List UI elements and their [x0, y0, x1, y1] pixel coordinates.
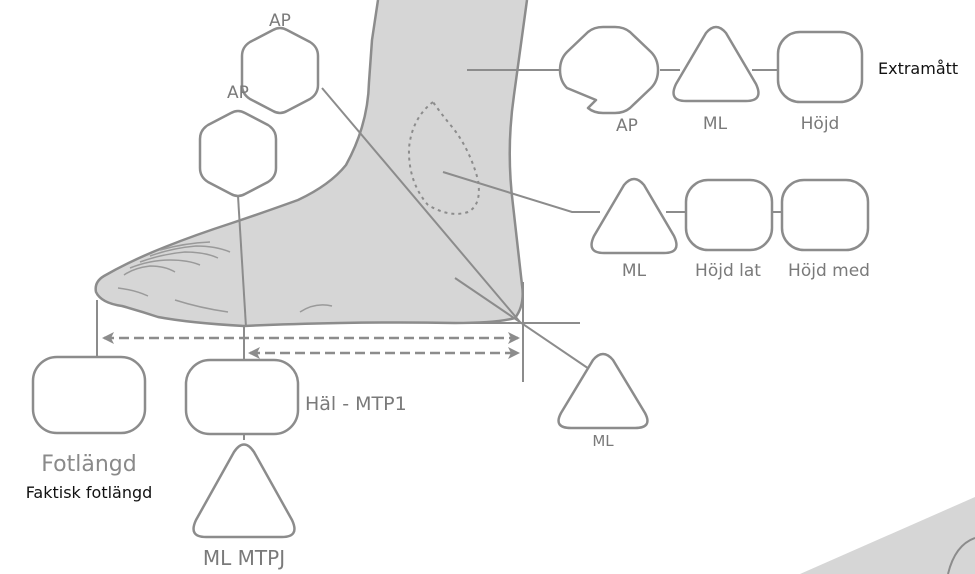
- hal-mtp1-label: Häl - MTP1: [305, 393, 407, 415]
- ankle-hojd-lat-input[interactable]: [684, 178, 774, 252]
- leader-ap-top: [321, 87, 521, 323]
- heel-ml-label: ML: [592, 432, 614, 450]
- fotlangd-input[interactable]: [31, 355, 147, 435]
- fotlangd-label: Fotlängd: [41, 452, 136, 477]
- ankle-ml-label: ML: [622, 261, 647, 281]
- extra-ml-label: ML: [703, 114, 728, 134]
- extra-ml-input[interactable]: [672, 25, 760, 103]
- background-wedge: [800, 497, 975, 574]
- ankle-ml-input[interactable]: [590, 177, 678, 255]
- heel-ml-input[interactable]: [557, 352, 649, 430]
- ap-top-input[interactable]: [240, 26, 320, 115]
- hal-mtp1-input[interactable]: [184, 358, 300, 436]
- toe-details: [117, 241, 333, 313]
- ap-mid-input[interactable]: [198, 109, 278, 198]
- leader-ap-mid: [237, 195, 247, 328]
- ankle-bone-outline: [407, 100, 480, 215]
- background-curve: [947, 537, 975, 574]
- extra-ap-label: AP: [616, 116, 638, 136]
- faktisk-fotlangd-label: Faktisk fotlängd: [26, 483, 153, 502]
- ml-mtpj-input[interactable]: [192, 443, 296, 539]
- extra-ap-input[interactable]: [558, 25, 660, 115]
- extra-hojd-input[interactable]: [776, 30, 864, 104]
- ankle-hojd-med-label: Höjd med: [788, 261, 870, 281]
- ap-mid-label: AP: [227, 83, 249, 103]
- leader-ankle: [442, 171, 600, 213]
- ankle-hojd-lat-label: Höjd lat: [695, 261, 761, 281]
- extramatt-label: Extramått: [878, 59, 958, 78]
- ml-mtpj-label: ML MTPJ: [203, 546, 285, 570]
- ankle-hojd-med-input[interactable]: [780, 178, 870, 252]
- extra-hojd-label: Höjd: [801, 114, 840, 134]
- ap-top-label: AP: [269, 11, 291, 31]
- leader-heel-ml: [454, 277, 599, 376]
